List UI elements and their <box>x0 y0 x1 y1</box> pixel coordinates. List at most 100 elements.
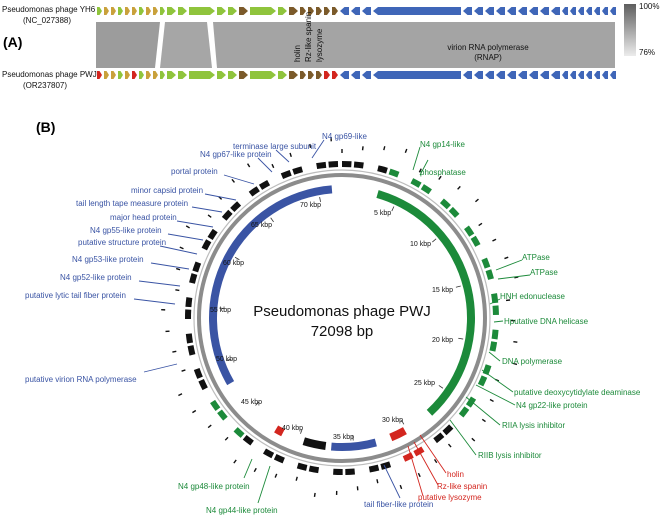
leader-tail-fiber <box>383 464 401 499</box>
gene-arrow <box>518 71 527 79</box>
leader-deaminase <box>481 369 514 393</box>
gene-arrow <box>496 7 505 15</box>
label-gp52: N4 gp52-like protein <box>60 273 132 282</box>
annotation-holin: holin <box>293 45 302 62</box>
feature-red-45 <box>274 425 285 437</box>
genome-top-track <box>97 7 616 15</box>
leader-lytic-tail <box>133 298 176 305</box>
gene-mark <box>376 479 379 484</box>
leader-gp48 <box>243 458 253 479</box>
kbp-tick <box>391 206 395 212</box>
gene-mark <box>478 222 483 227</box>
gene-arrow <box>610 7 616 15</box>
tick-25kbp: 25 kbp <box>414 380 435 387</box>
gene-mark <box>418 168 422 173</box>
kbp-tick <box>455 285 461 288</box>
gene-arrow <box>332 7 338 15</box>
tick-30kbp: 30 kbp <box>382 417 403 424</box>
gene-arrow <box>217 7 226 15</box>
feature-outer <box>368 464 380 473</box>
gene-mark <box>481 418 486 423</box>
feature-outer <box>465 396 477 408</box>
gene-arrow <box>132 71 137 79</box>
label-gp55: N4 gp55-like protein <box>90 226 162 235</box>
feature-outer <box>210 399 221 411</box>
label-gp14: N4 gp14-like <box>420 140 465 149</box>
outer-ring <box>193 169 491 467</box>
feature-outer <box>280 169 292 179</box>
gene-mark <box>246 163 251 168</box>
kbp-tick <box>458 337 464 340</box>
gene-arrow <box>97 71 102 79</box>
feature-outer <box>201 239 212 251</box>
feature-outer <box>464 225 475 237</box>
kbp-tick <box>234 256 240 261</box>
label-lytic-tail: putative lytic tail fiber protein <box>25 291 126 300</box>
feature-other-inner <box>302 437 327 450</box>
feature-outer <box>273 454 285 464</box>
gene-arrow <box>239 7 248 15</box>
gene-mark <box>181 369 186 372</box>
feature-outer <box>308 465 320 474</box>
leader-lines-red <box>407 434 447 497</box>
gene-arrow <box>308 71 314 79</box>
gene-mark <box>253 467 257 473</box>
leader-gp22 <box>475 384 516 406</box>
gene-arrow <box>239 71 248 79</box>
gene-arrow <box>540 71 549 79</box>
gene-arrow <box>118 7 123 15</box>
label-riia: RIIA lysis inhibitor <box>502 421 565 430</box>
feature-outer <box>192 261 202 273</box>
feature-outer <box>185 333 194 344</box>
label-terminase: terminase large subunit <box>233 142 317 151</box>
gene-arrow <box>373 7 461 15</box>
gene-arrow <box>278 7 287 15</box>
feature-outer <box>433 432 445 444</box>
gene-arrow <box>97 7 102 15</box>
gene-arrow <box>340 7 349 15</box>
leader-rnap <box>143 363 178 373</box>
genome-bottom-accession: (OR237807) <box>23 81 67 90</box>
gene-mark <box>457 185 461 190</box>
gene-arrow <box>551 7 560 15</box>
gene-arrow <box>228 71 237 79</box>
leader-gp44 <box>257 465 271 504</box>
gene-arrow <box>562 71 568 79</box>
leader-gp69 <box>311 139 325 159</box>
gene-arrow <box>104 7 109 15</box>
gene-mark <box>471 437 476 442</box>
gene-arrow <box>160 71 165 79</box>
gene-arrow <box>146 7 151 15</box>
feature-outer <box>380 461 392 470</box>
feature-outer <box>193 368 203 379</box>
label-rz-spanin: Rz-like spanin <box>437 482 487 491</box>
backbone-ring <box>197 173 487 463</box>
gene-arrow <box>570 7 576 15</box>
gene-arrow <box>518 7 527 15</box>
label-gp69: N4 gp69-like <box>322 132 367 141</box>
label-atpase-2: ATPase <box>530 268 558 277</box>
gene-mark <box>176 267 181 271</box>
kbp-tick <box>401 419 405 425</box>
tick-10kbp: 10 kbp <box>410 241 431 248</box>
feature-outer <box>470 235 481 247</box>
leader-terminase <box>275 149 290 163</box>
kbp-tick <box>319 196 321 203</box>
feature-outer <box>448 206 460 218</box>
label-rnap: putative virion RNA polymerase <box>25 375 137 384</box>
gene-mark <box>289 152 292 158</box>
feature-outer <box>217 409 228 421</box>
gene-arrow <box>594 7 600 15</box>
feature-lysis-inner <box>389 427 407 442</box>
feature-outer <box>185 297 193 308</box>
gene-mark <box>207 424 212 429</box>
feature-outer <box>187 345 196 356</box>
feature-outer <box>248 186 260 197</box>
gene-arrow <box>300 7 306 15</box>
panel-a-label: (A) <box>3 34 22 50</box>
kbp-tick <box>432 238 437 243</box>
gene-mark <box>178 393 183 397</box>
leader-gp52 <box>138 280 181 287</box>
gene-arrow <box>507 71 516 79</box>
leader-lines-green <box>243 146 531 504</box>
